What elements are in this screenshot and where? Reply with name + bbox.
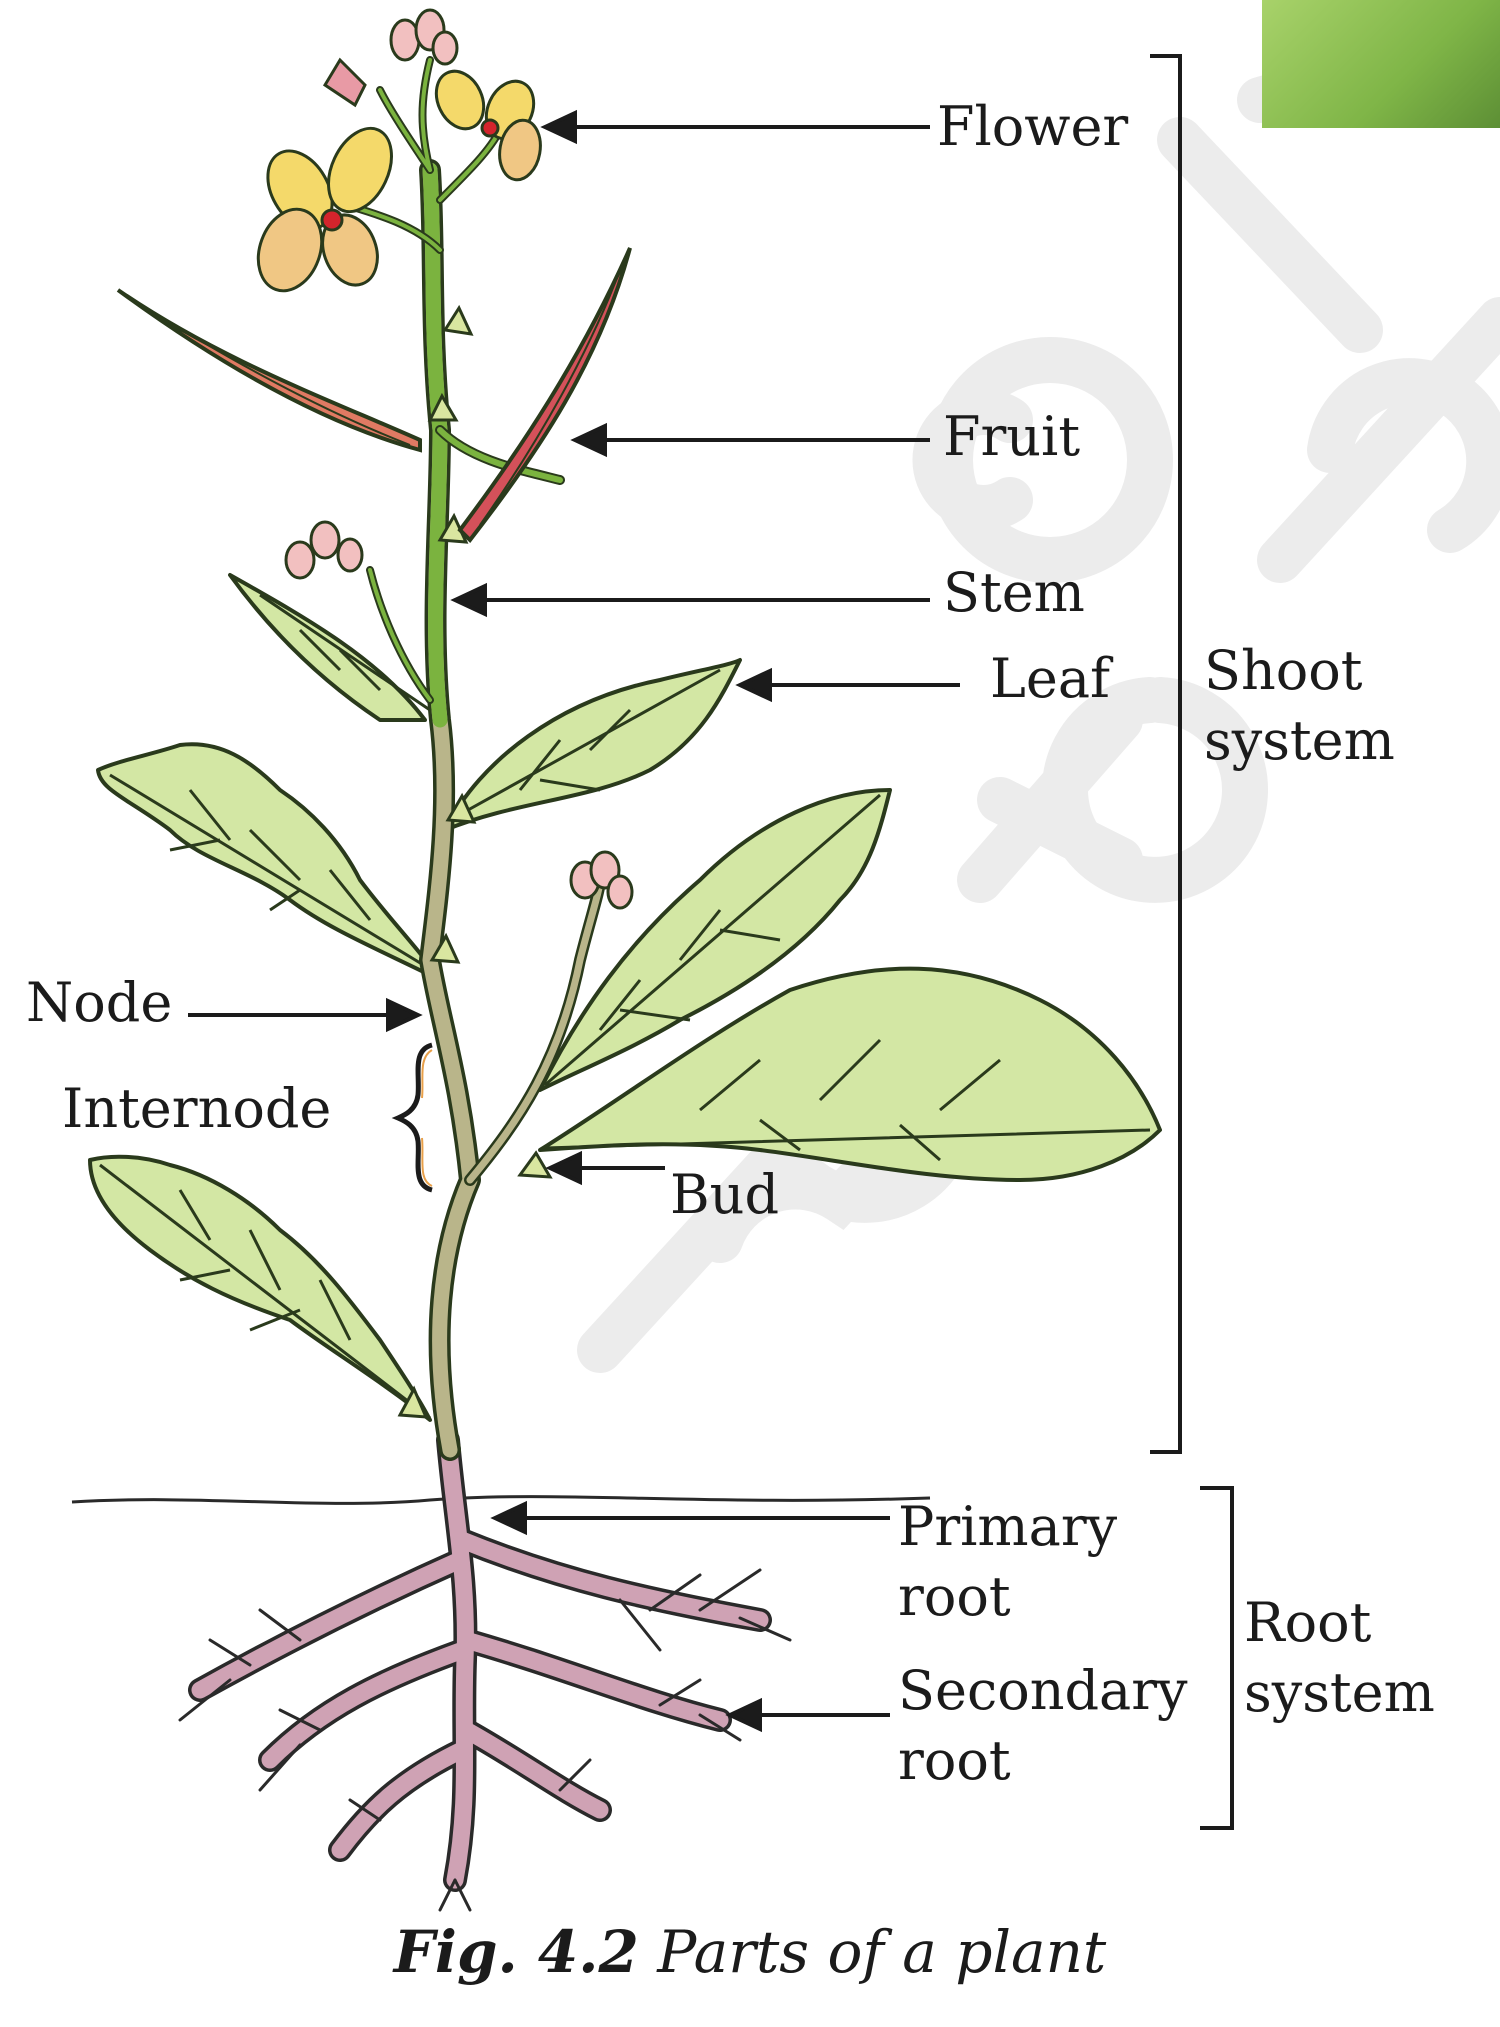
label-internode: Internode — [62, 1077, 332, 1140]
internode-brace — [391, 1042, 433, 1193]
label-arrows — [188, 109, 960, 1733]
label-stem: Stem — [943, 561, 1085, 624]
group-label-shoot-line1: Shoot — [1204, 639, 1363, 702]
label-node: Node — [26, 971, 173, 1034]
group-label-root-line1: Root — [1244, 1591, 1372, 1654]
root-system-bracket — [1200, 1486, 1234, 1830]
leaf-large-right — [538, 966, 1162, 1182]
leaf-veins — [99, 593, 1151, 1420]
leaf-upper-right — [443, 658, 742, 832]
group-label-root-line2: system — [1244, 1661, 1435, 1724]
label-secondary-root-line1: Secondary — [898, 1659, 1188, 1722]
root-system-drawing — [178, 1428, 792, 1912]
label-primary-root-line2: root — [898, 1565, 1011, 1628]
flower-left — [256, 126, 393, 293]
flower-buds — [284, 8, 634, 910]
label-primary-root-line1: Primary — [898, 1495, 1118, 1558]
label-secondary-root-line2: root — [898, 1729, 1011, 1792]
label-leaf: Leaf — [990, 647, 1110, 710]
group-brackets — [1150, 54, 1234, 1830]
fruit-right — [457, 247, 632, 544]
leaf-upper-left — [228, 573, 427, 722]
fruits — [116, 247, 632, 544]
group-label-shoot-line2: system — [1204, 709, 1395, 772]
label-flower: Flower — [937, 95, 1129, 158]
label-bud: Bud — [670, 1163, 780, 1226]
stem-drawing — [326, 56, 606, 1461]
shoot-system-bracket — [1150, 54, 1182, 1454]
label-fruit: Fruit — [943, 405, 1081, 468]
ground-line — [71, 1495, 931, 1505]
corner-photo-fragment — [1262, 0, 1500, 128]
node-buds — [397, 304, 553, 1419]
figure-caption: Fig. 4.2 Parts of a plant — [0, 1918, 1500, 1986]
figure-number: Fig. 4.2 — [393, 1918, 639, 1986]
flower-right — [434, 69, 542, 182]
fruit-left — [116, 288, 422, 453]
leaf-mid-left — [96, 742, 442, 982]
flowers — [256, 8, 634, 910]
figure-title: Parts of a plant — [657, 1918, 1107, 1986]
